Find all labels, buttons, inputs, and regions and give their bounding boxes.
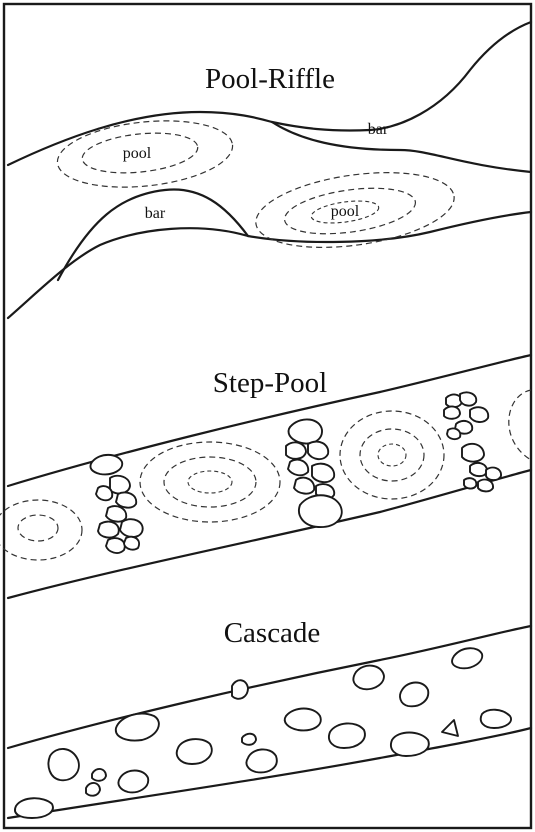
step-pool-boulder	[110, 476, 130, 494]
step-pool-boulder	[289, 419, 323, 443]
step-pool-boulder	[106, 506, 126, 522]
cascade-panel: Cascade	[8, 617, 531, 818]
cascade-cobble	[285, 709, 321, 731]
step-pool-boulder	[486, 468, 501, 481]
cascade-cobble	[481, 710, 511, 728]
step-pool-boulder	[299, 495, 342, 527]
cascade-cobble	[177, 739, 212, 764]
step-pool-boulder	[464, 478, 476, 488]
step-pool-boulder	[460, 392, 476, 405]
step-pool-boulder	[288, 460, 308, 476]
step-pool-pool-1-outer	[0, 500, 82, 560]
pool-riffle-lower-channel-edge	[248, 212, 531, 242]
step-pool-boulder	[106, 538, 125, 553]
cascade-cobble	[86, 783, 100, 796]
pool-riffle-upper-bar-edge	[272, 122, 531, 172]
cascade-cobble	[400, 683, 428, 707]
step-pool-boulder	[116, 492, 136, 507]
step-pool-pool-3-inner	[378, 444, 406, 466]
cascade-title: Cascade	[224, 617, 321, 649]
step-pool-boulder	[90, 455, 122, 475]
step-pool-boulder	[470, 463, 487, 476]
cascade-cobble	[329, 723, 365, 748]
step-pool-boulder	[462, 444, 484, 462]
step-pool-pool-2-inner	[188, 471, 232, 493]
step-pool-boulder	[286, 442, 306, 458]
step-pool-pool-1-inner	[18, 515, 58, 541]
pool-riffle-right-pool-label: pool	[331, 203, 360, 220]
cascade-cobble	[118, 771, 148, 793]
pool-riffle-title: Pool-Riffle	[205, 63, 335, 95]
step-pool-boulder	[444, 407, 460, 419]
step-pool-boulder	[470, 407, 488, 422]
pool-riffle-lower-bar	[58, 189, 248, 280]
step-pool-boulder	[308, 442, 328, 460]
step-pool-title: Step-Pool	[213, 367, 327, 399]
pool-riffle-left-pool-label: pool	[123, 145, 152, 162]
cascade-cobble	[452, 648, 482, 668]
cascade-cobble	[442, 720, 458, 736]
pool-riffle-lower-bar-label: bar	[145, 205, 166, 222]
step-pool-boulder	[478, 480, 493, 492]
step-pool-pool-3-mid	[360, 429, 424, 481]
cascade-cobble	[15, 798, 53, 818]
step-pool-pool-4-partial	[509, 390, 531, 460]
cascade-cobble	[92, 769, 106, 781]
step-pool-pool-3-outer	[340, 411, 444, 499]
cascade-lower-bank	[8, 728, 531, 818]
cascade-cobble	[391, 733, 429, 757]
step-pool-boulder	[447, 428, 460, 439]
cascade-cobble	[232, 680, 248, 699]
step-pool-panel: Step-Pool	[0, 355, 531, 598]
step-pool-boulder	[294, 478, 314, 494]
step-pool-boulder	[124, 537, 139, 550]
cascade-cobble	[246, 749, 276, 772]
pool-riffle-panel: Pool-Riffle pool pool bar bar	[8, 22, 531, 318]
pool-riffle-upper-bar-label: bar	[368, 121, 389, 138]
step-pool-boulder	[98, 522, 119, 538]
step-pool-boulder	[312, 464, 334, 483]
cascade-cobble	[353, 666, 384, 690]
step-pool-boulder	[96, 486, 112, 500]
step-pool-lower-bank	[8, 470, 531, 598]
cascade-cobble	[48, 749, 78, 780]
step-pool-pool-2-mid	[164, 457, 256, 507]
pool-riffle-lower-bank	[8, 228, 248, 318]
cascade-cobble	[242, 734, 256, 745]
step-pool-pool-2-outer	[140, 442, 280, 522]
step-pool-boulder	[120, 519, 143, 537]
